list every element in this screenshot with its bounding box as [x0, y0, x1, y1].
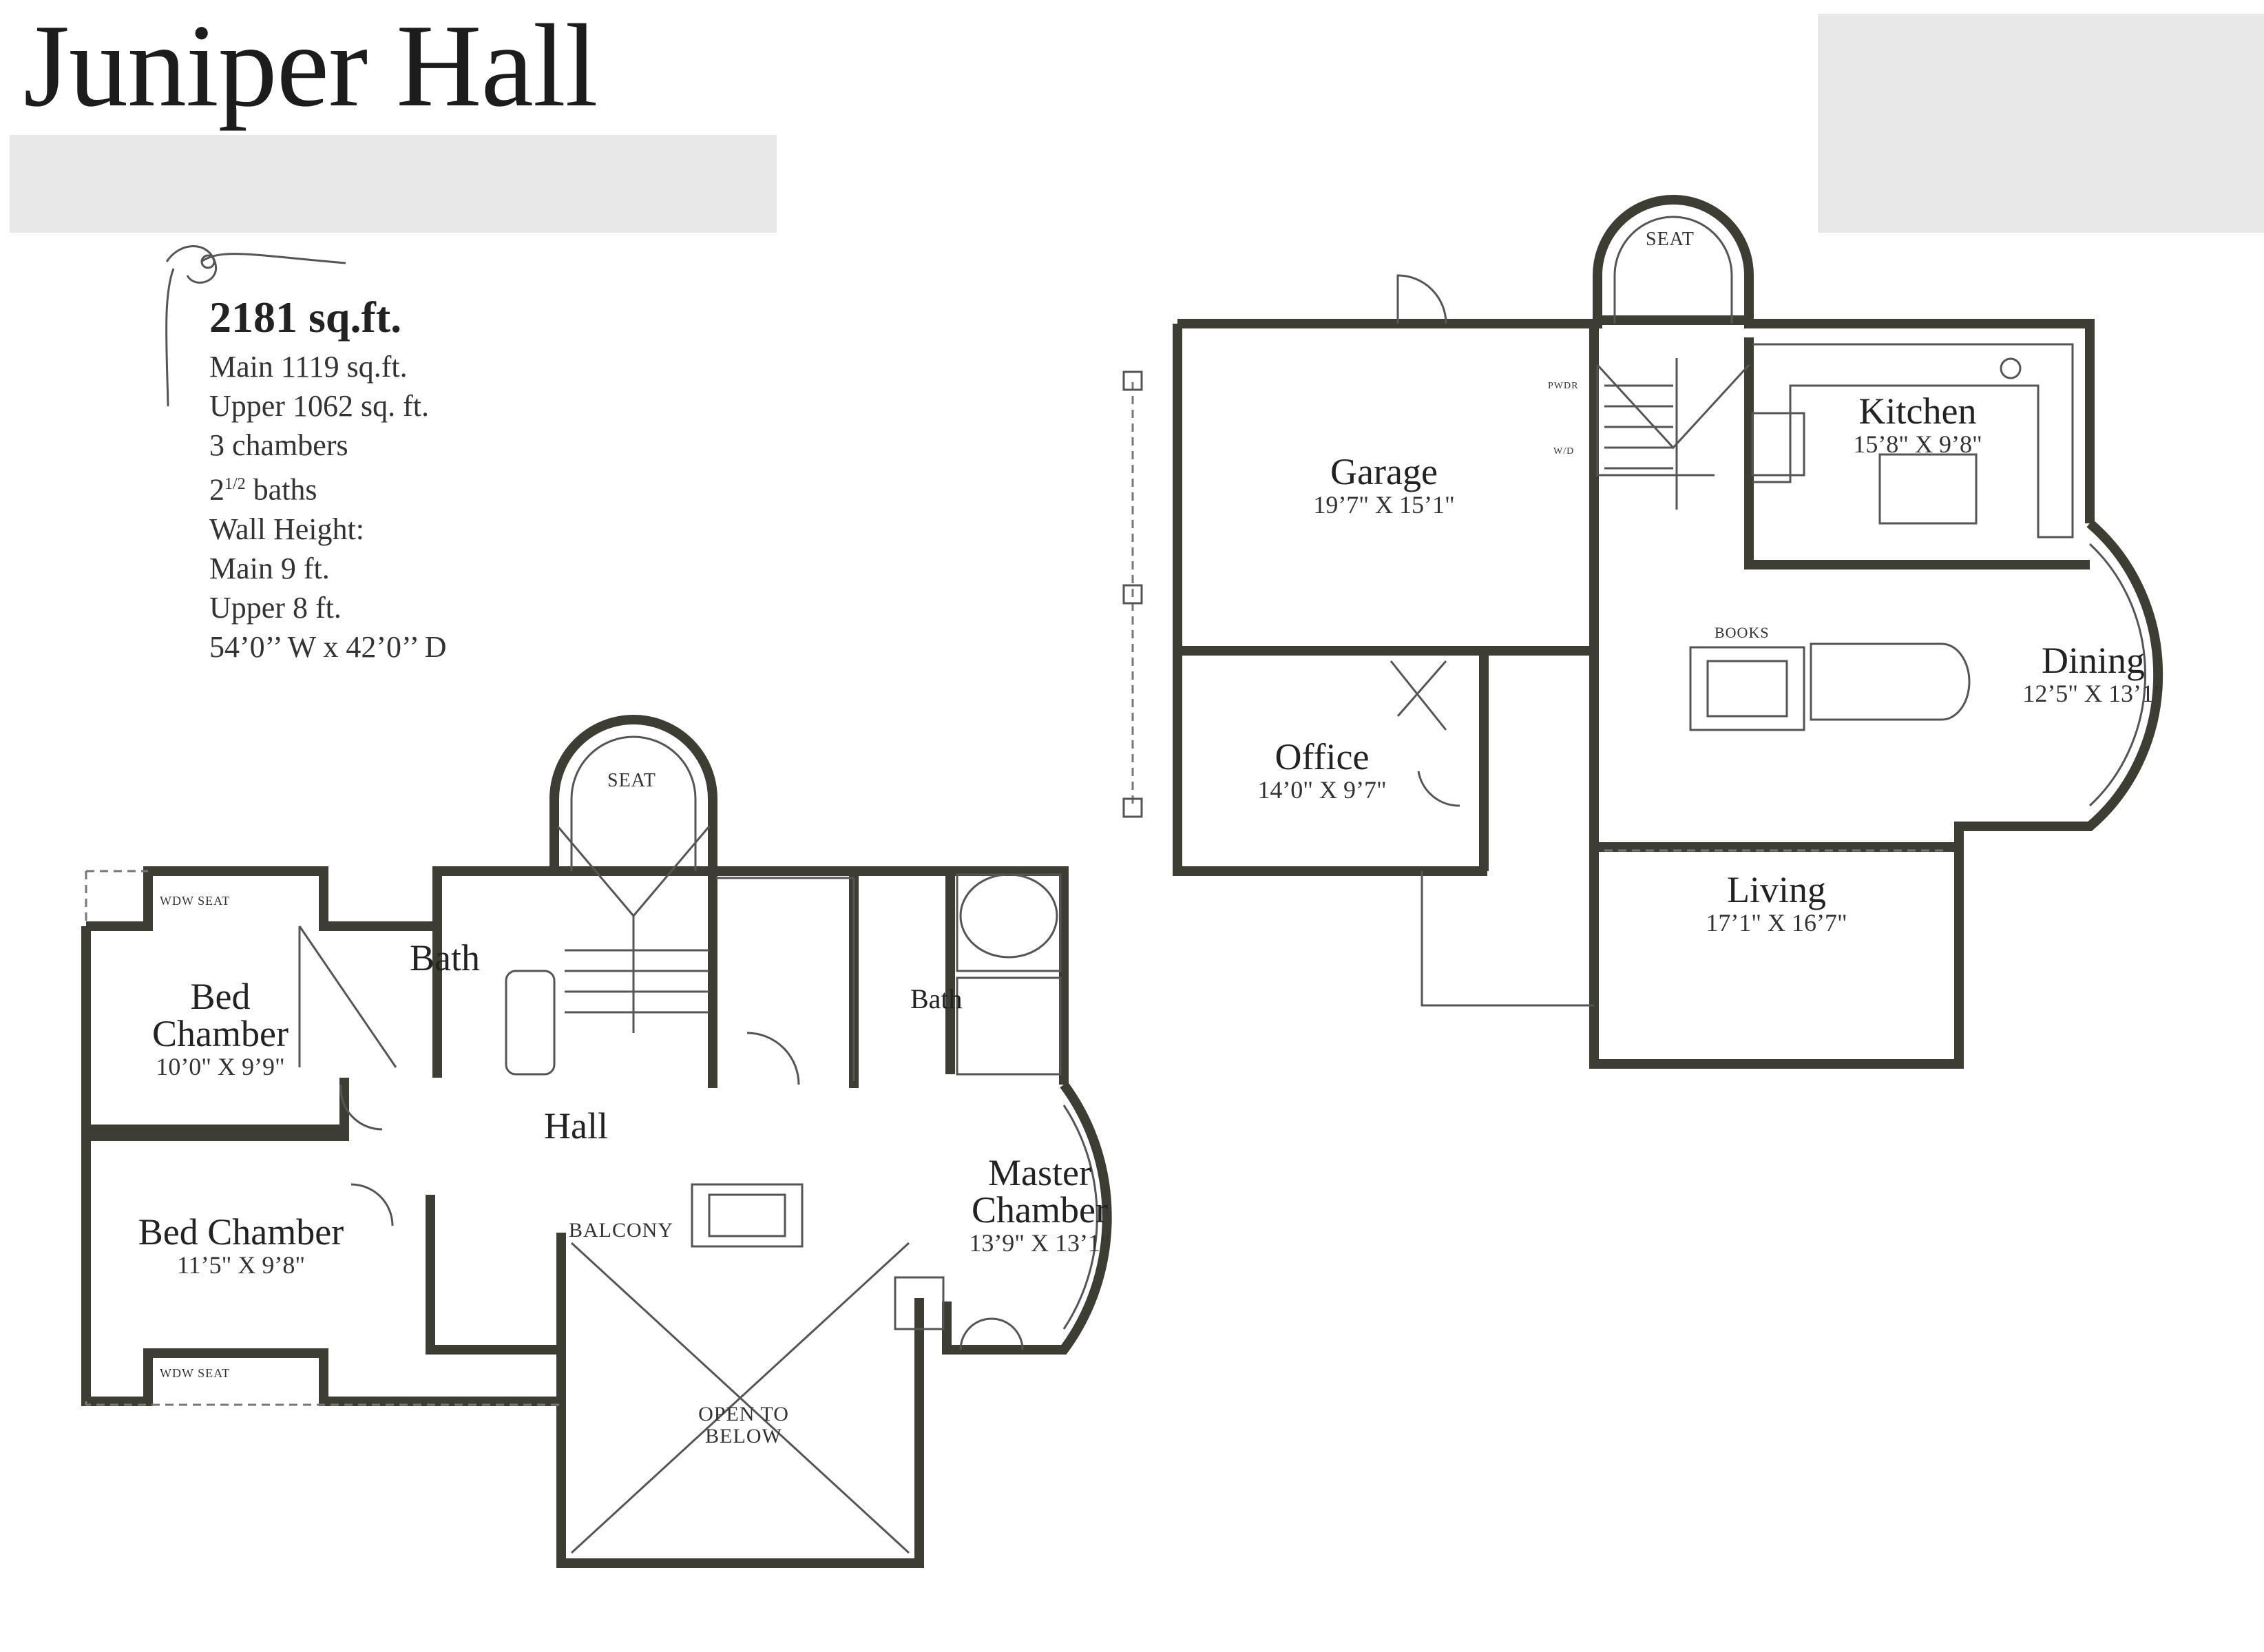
- bed1-name-b: Chamber: [152, 1013, 289, 1054]
- open-to-below-label: OPEN TO BELOW: [682, 1403, 806, 1447]
- baths-half: 1/2: [224, 475, 246, 494]
- balcony-label: BALCONY: [569, 1219, 674, 1242]
- garage-dim: 19’7" X 15’1": [1313, 491, 1455, 519]
- pwdr-label: PWDR: [1548, 381, 1579, 391]
- specs-block: 2181 sq.ft. Main 1119 sq.ft. Upper 1062 …: [209, 293, 447, 667]
- bed2-name: Bed Chamber: [138, 1211, 344, 1253]
- spec-wall-height: Wall Height:: [209, 512, 364, 547]
- seat-label-main: SEAT: [1646, 229, 1695, 250]
- spec-chambers: 3 chambers: [209, 428, 348, 463]
- total-sqft: 2181 sq.ft.: [209, 293, 402, 342]
- office-dim: 14’0" X 9’7": [1257, 776, 1387, 804]
- caption-box-right: [1818, 14, 2264, 233]
- bed1-dim: 10’0" X 9’9": [156, 1053, 285, 1080]
- room-garage: Garage 19’7" X 15’1": [1295, 453, 1474, 520]
- office-name: Office: [1275, 736, 1370, 777]
- living-name: Living: [1727, 869, 1826, 910]
- dining-name: Dining: [2041, 640, 2145, 681]
- dining-dim: 12’5" X 13’1": [2022, 680, 2164, 707]
- spec-dimensions: 54’0’’ W x 42’0’’ D: [209, 630, 447, 665]
- baths-word: baths: [245, 473, 317, 508]
- room-dining: Dining 12’5" X 13’1": [1997, 642, 2190, 709]
- baths-whole: 2: [209, 473, 224, 508]
- below-text: BELOW: [705, 1424, 782, 1447]
- spec-main-height: Main 9 ft.: [209, 552, 330, 586]
- bed1-name-a: Bed: [190, 976, 251, 1017]
- garage-name: Garage: [1330, 451, 1438, 492]
- room-kitchen: Kitchen 15’8" X 9’8": [1825, 393, 2011, 459]
- plan-title: Juniper Hall: [23, 1, 598, 132]
- caption-box-left: [10, 135, 777, 233]
- kitchen-name: Kitchen: [1858, 390, 1977, 432]
- bed2-dim: 11’5" X 9’8": [176, 1251, 306, 1279]
- master-name-a: Master: [988, 1152, 1091, 1193]
- spec-baths: 21/2 baths: [209, 465, 447, 510]
- bath1-label: Bath: [410, 937, 480, 979]
- books-label: BOOKS: [1715, 624, 1770, 641]
- room-master-chamber: Master Chamber 13’9" X 13’1": [947, 1154, 1133, 1258]
- main-floor-walls: [1122, 195, 2163, 1069]
- bath2-label: Bath: [910, 983, 963, 1014]
- open-to-text: OPEN TO: [698, 1403, 789, 1425]
- room-bed-chamber-2: Bed Chamber 11’5" X 9’8": [124, 1213, 358, 1280]
- kitchen-dim: 15’8" X 9’8": [1853, 430, 1982, 458]
- spec-upper-sqft: Upper 1062 sq. ft.: [209, 389, 429, 424]
- wdw-seat-bottom-label: WDW SEAT: [160, 1366, 231, 1380]
- seat-label-upper: SEAT: [607, 770, 656, 791]
- spec-main-sqft: Main 1119 sq.ft.: [209, 350, 408, 384]
- living-dim: 17’1" X 16’7": [1706, 909, 1847, 937]
- room-bed-chamber-1: Bed Chamber 10’0" X 9’9": [124, 978, 317, 1082]
- wd-label: W/D: [1553, 446, 1575, 457]
- hall-label: Hall: [544, 1105, 608, 1147]
- master-name-b: Chamber: [972, 1189, 1108, 1231]
- room-office: Office 14’0" X 9’7": [1239, 738, 1405, 805]
- room-living: Living 17’1" X 16’7": [1687, 871, 1866, 938]
- master-dim: 13’9" X 13’1": [969, 1229, 1111, 1257]
- fleur-ornament-icon: [165, 245, 346, 407]
- spec-upper-height: Upper 8 ft.: [209, 591, 342, 625]
- wdw-seat-top-label: WDW SEAT: [160, 894, 231, 908]
- upper-floor-walls: [81, 715, 1112, 1568]
